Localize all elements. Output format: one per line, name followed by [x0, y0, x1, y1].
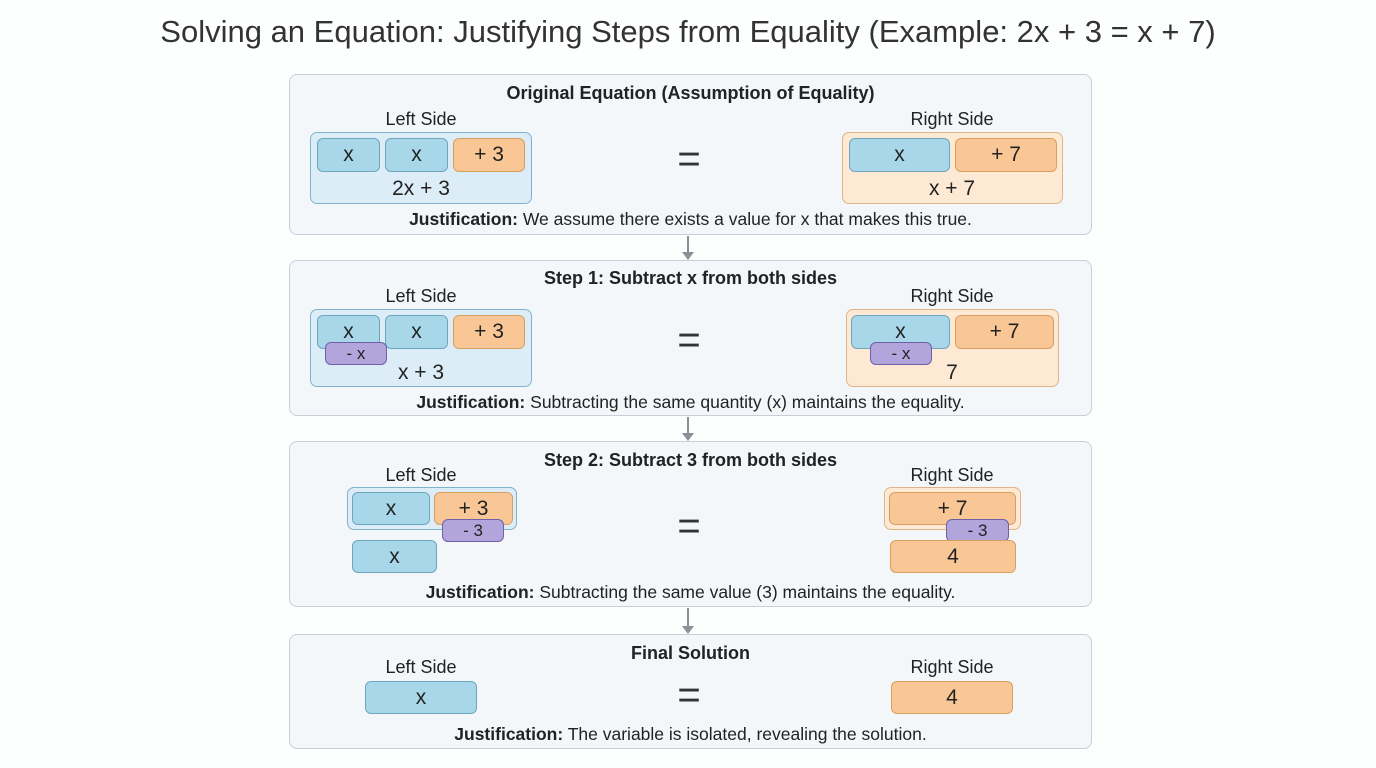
left-expression: x + 3 — [397, 361, 445, 384]
panel-step-1: Step 1: Subtract x from both sides Left … — [289, 260, 1092, 416]
justification-body: Subtracting the same quantity (x) mainta… — [530, 392, 965, 412]
right-side-label: Right Side — [910, 657, 994, 677]
subtraction-tile: - 3 — [442, 519, 504, 542]
constant-tile: + 7 — [955, 138, 1057, 172]
solution-variable-tile: x — [365, 681, 477, 714]
equals-sign: = — [677, 137, 701, 181]
result-constant-tile: 4 — [890, 540, 1016, 573]
panel-final-solution: Final Solution Left Side Right Side x = … — [289, 634, 1092, 749]
justification-text: Justification: We assume there exists a … — [290, 209, 1091, 230]
panel-title: Final Solution — [631, 643, 750, 663]
justification-body: Subtracting the same value (3) maintains… — [539, 582, 956, 602]
right-side-label: Right Side — [910, 465, 994, 485]
diagram-title: Solving an Equation: Justifying Steps fr… — [160, 14, 1216, 49]
subtraction-tile: - x — [870, 342, 932, 365]
variable-tile: x — [385, 138, 448, 172]
subtraction-tile: - x — [325, 342, 387, 365]
constant-tile: + 7 — [955, 315, 1054, 349]
result-variable-tile: x — [352, 540, 437, 573]
variable-tile: x — [849, 138, 950, 172]
right-side-label: Right Side — [910, 109, 994, 129]
equals-sign: = — [677, 673, 701, 717]
right-expression: 7 — [946, 361, 958, 384]
variable-tile: x — [352, 492, 430, 525]
variable-tile: x — [317, 138, 380, 172]
equals-sign: = — [677, 318, 701, 362]
justification-text: Justification: Subtracting the same valu… — [290, 582, 1091, 603]
justification-text: Justification: Subtracting the same quan… — [290, 392, 1091, 413]
constant-tile: + 3 — [453, 138, 525, 172]
justification-label: Justification: — [454, 724, 564, 744]
left-side-label: Left Side — [385, 109, 457, 129]
panel-step-2: Step 2: Subtract 3 from both sides Left … — [289, 441, 1092, 607]
justification-label: Justification: — [425, 582, 535, 602]
justification-label: Justification: — [409, 209, 518, 229]
justification-body: We assume there exists a value for x tha… — [522, 209, 972, 229]
down-arrow-icon — [682, 608, 694, 634]
subtraction-tile: - 3 — [946, 519, 1009, 542]
left-side-label: Left Side — [385, 465, 457, 485]
panel-title: Step 1: Subtract x from both sides — [543, 268, 838, 288]
right-side-label: Right Side — [910, 286, 994, 306]
left-side-label: Left Side — [385, 286, 457, 306]
equals-sign: = — [677, 504, 701, 548]
variable-tile: x — [385, 315, 448, 349]
left-side-label: Left Side — [385, 657, 457, 677]
down-arrow-icon — [682, 417, 694, 441]
justification-label: Justification: — [416, 392, 526, 412]
panel-title: Original Equation (Assumption of Equalit… — [506, 83, 875, 103]
solution-value-tile: 4 — [891, 681, 1013, 714]
constant-tile: + 3 — [453, 315, 525, 349]
justification-body: The variable is isolated, revealing the … — [567, 724, 927, 744]
left-expression: 2x + 3 — [392, 177, 450, 200]
down-arrow-icon — [682, 236, 694, 260]
right-expression: x + 7 — [928, 177, 976, 200]
justification-text: Justification: The variable is isolated,… — [290, 724, 1091, 745]
panel-original-equation: Original Equation (Assumption of Equalit… — [289, 74, 1092, 235]
panel-title: Step 2: Subtract 3 from both sides — [543, 450, 838, 470]
